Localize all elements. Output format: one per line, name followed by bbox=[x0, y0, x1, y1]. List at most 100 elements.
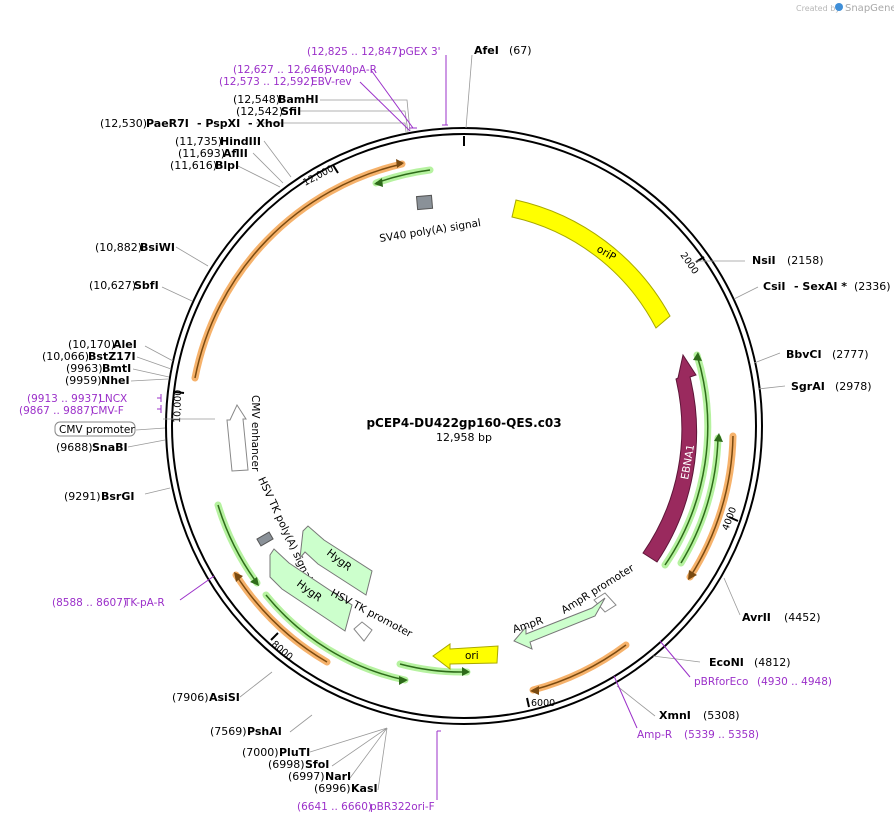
enzyme-PshAI[interactable]: PshAI bbox=[247, 725, 282, 738]
enzyme-SnaBI-pos: (9688) bbox=[56, 441, 93, 454]
tick-label-6000: 6000 bbox=[531, 698, 555, 709]
enzyme-PaeR7I-pos: (12,530) bbox=[100, 117, 147, 130]
CMVenh-feature[interactable] bbox=[226, 403, 249, 472]
HSVTKprom-feature[interactable] bbox=[353, 621, 373, 642]
enzyme-XmnI[interactable]: XmnI bbox=[659, 709, 691, 722]
enzyme-AflII[interactable]: AflII bbox=[223, 147, 248, 160]
enzyme-NarI-pos: (6997) bbox=[288, 770, 325, 783]
enzyme-AflII-pos: (11,693) bbox=[178, 147, 225, 160]
backbone-outer bbox=[165, 127, 763, 725]
enzyme-BmtI[interactable]: BmtI bbox=[102, 362, 131, 375]
enzyme-NheI[interactable]: NheI bbox=[101, 374, 130, 387]
HygR-feature-1[interactable] bbox=[299, 525, 373, 596]
tick-label-12000: 12,000 bbox=[301, 163, 336, 188]
primer-pBR322oriF[interactable]: pBR322ori-F bbox=[370, 801, 435, 813]
enzyme-AvrII[interactable]: AvrII bbox=[742, 611, 771, 624]
enzyme-AfeI-pos: (67) bbox=[509, 44, 532, 57]
primer-SV40pAR[interactable]: SV40pA-R bbox=[325, 64, 377, 76]
enzyme-SnaBI[interactable]: SnaBI bbox=[92, 441, 128, 454]
tick-label-2000: 2000 bbox=[678, 250, 701, 276]
credit-prefix: Created by bbox=[796, 4, 840, 13]
enzyme-SfiI[interactable]: SfiI bbox=[281, 105, 301, 118]
enzyme-KasI[interactable]: KasI bbox=[351, 782, 378, 795]
tick-12000 bbox=[332, 164, 339, 174]
enzyme-XhoI[interactable]: - XhoI bbox=[248, 117, 284, 130]
enzyme-HindIII[interactable]: HindIII bbox=[220, 135, 261, 148]
orf-arc-right-arrow-icon bbox=[688, 570, 697, 580]
enzyme-CsiI[interactable]: CsiI bbox=[763, 280, 785, 293]
orf-arc-left-lower bbox=[214, 501, 261, 587]
primer-LNCX-range: (9913 .. 9937) bbox=[27, 393, 102, 405]
snapgene-logo-icon bbox=[835, 3, 843, 11]
AmpR-feature[interactable] bbox=[513, 597, 606, 650]
enzyme-SfiI-pos: (12,542) bbox=[236, 105, 283, 118]
orf-arc-bottom-right bbox=[529, 641, 630, 694]
CMVprom-label: CMV promoter bbox=[59, 424, 135, 436]
enzyme-PshAI-pos: (7569) bbox=[210, 725, 247, 738]
enzyme-BamHI[interactable]: BamHI bbox=[278, 93, 319, 106]
enzyme-AsiSI[interactable]: AsiSI bbox=[209, 691, 240, 704]
enzyme-AvrII-pos: (4452) bbox=[784, 611, 821, 624]
enzyme-NarI[interactable]: NarI bbox=[325, 770, 351, 783]
enzyme-NsiI[interactable]: NsiI bbox=[752, 254, 776, 267]
primer-CMVF-range: (9867 .. 9887) bbox=[19, 405, 94, 417]
leader-lines bbox=[127, 54, 786, 791]
tick-4000 bbox=[728, 516, 739, 522]
enzyme-BstZ17I-pos: (10,066) bbox=[42, 350, 89, 363]
enzyme-XmnI-pos: (5308) bbox=[703, 709, 740, 722]
enzyme-SfoI-pos: (6998) bbox=[268, 758, 305, 771]
enzyme-HindIII-pos: (11,735) bbox=[175, 135, 222, 148]
CMVenh-label: CMV enhancer bbox=[249, 395, 261, 472]
ori-feature[interactable] bbox=[432, 643, 499, 671]
primer-leader-lines bbox=[157, 55, 691, 800]
enzyme-PaeR7I[interactable]: PaeR7I bbox=[146, 117, 189, 130]
enzyme-AfeI[interactable]: AfeI bbox=[474, 44, 499, 57]
primer-AmpR[interactable]: Amp-R bbox=[637, 729, 672, 741]
enzyme-SbfI-pos: (10,627) bbox=[89, 279, 136, 292]
enzyme-BlpI[interactable]: BlpI bbox=[215, 159, 239, 172]
primer-CMVF[interactable]: CMV-F bbox=[91, 405, 124, 417]
enzyme-BbvCI[interactable]: BbvCI bbox=[786, 348, 822, 361]
oriP-feature[interactable] bbox=[511, 199, 671, 329]
primer-LNCX[interactable]: LNCX bbox=[99, 393, 127, 405]
primer-EBVrev-range: (12,573 .. 12,592) bbox=[219, 76, 314, 88]
enzyme-NsiI-pos: (2158) bbox=[787, 254, 824, 267]
enzyme-BsiWI-pos: (10,882) bbox=[95, 241, 142, 254]
EBNA1-feature[interactable] bbox=[642, 353, 698, 563]
primer-EBVrev[interactable]: EBV-rev bbox=[311, 76, 352, 88]
CMVprom-feature[interactable] bbox=[54, 421, 136, 437]
enzyme-EcoNI[interactable]: EcoNI bbox=[709, 656, 744, 669]
plasmid-size: 12,958 bp bbox=[436, 431, 492, 444]
primer-TKpAR[interactable]: TK-pA-R bbox=[123, 597, 165, 609]
enzyme-BstZ17I[interactable]: BstZ17I bbox=[88, 350, 136, 363]
tick-10000 bbox=[174, 391, 185, 394]
enzyme-BsrGI[interactable]: BsrGI bbox=[101, 490, 134, 503]
enzyme-PspXI[interactable]: - PspXI bbox=[197, 117, 240, 130]
enzyme-SgrAI[interactable]: SgrAI bbox=[791, 380, 825, 393]
primer-pGEX3[interactable]: pGEX 3' bbox=[399, 46, 441, 58]
enzyme-PluTI[interactable]: PluTI bbox=[279, 746, 310, 759]
HSVTKpA-feature[interactable] bbox=[256, 531, 274, 547]
HygR-feature-2[interactable] bbox=[269, 548, 353, 632]
primer-pBRforEco[interactable]: pBRforEco bbox=[694, 676, 748, 688]
enzyme-AleI[interactable]: AleI bbox=[113, 338, 137, 351]
backbone-inner bbox=[171, 133, 757, 719]
enzyme-SbfI[interactable]: SbfI bbox=[134, 279, 159, 292]
orf-arc-left-lower-arrow-icon bbox=[250, 577, 259, 586]
primer-pGEX3-range: (12,825 .. 12,847) bbox=[307, 46, 402, 58]
enzyme-SfoI[interactable]: SfoI bbox=[305, 758, 329, 771]
plasmid-name: pCEP4-DU422gp160-QES.c03 bbox=[366, 416, 561, 430]
AmpRprom-feature[interactable] bbox=[593, 592, 617, 613]
enzyme-BsiWI[interactable]: BsiWI bbox=[140, 241, 175, 254]
enzyme-CsiI-pos: (2336) bbox=[854, 280, 891, 293]
SV40pA-feature[interactable] bbox=[415, 194, 434, 211]
tick-6000 bbox=[526, 697, 530, 708]
SV40pA-label: SV40 poly(A) signal bbox=[379, 217, 482, 245]
enzyme-BlpI-pos: (11,616) bbox=[170, 159, 217, 172]
enzyme-SexAI[interactable]: - SexAI * bbox=[794, 280, 847, 293]
primer-pBR322oriF-range: (6641 .. 6660) bbox=[297, 801, 372, 813]
primer-AmpR-range: (5339 .. 5358) bbox=[684, 729, 759, 741]
primer-pBRforEco-range: (4930 .. 4948) bbox=[757, 676, 832, 688]
enzyme-AleI-pos: (10,170) bbox=[68, 338, 115, 351]
